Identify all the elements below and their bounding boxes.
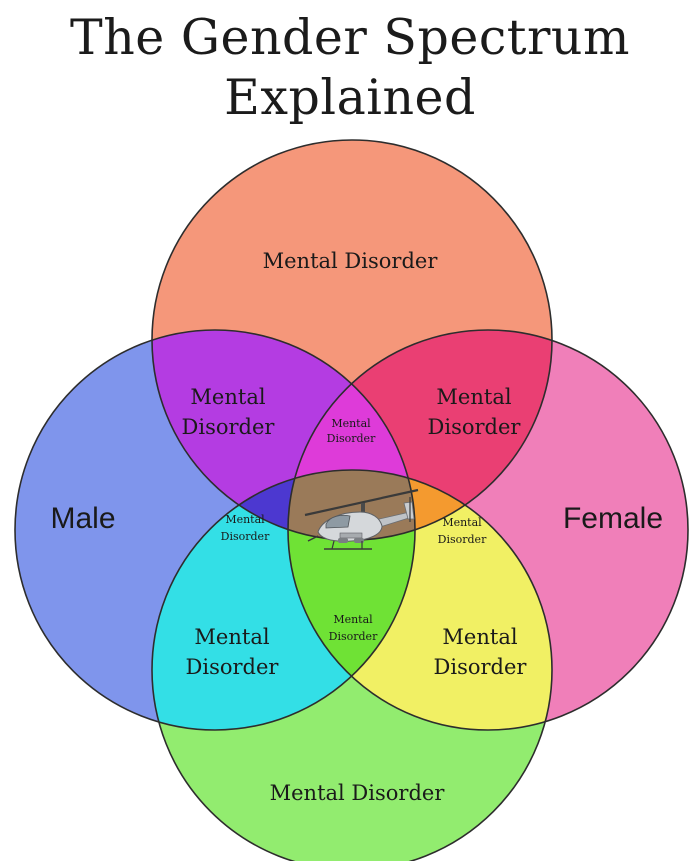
bottom-right-label-line2: Disorder <box>434 655 528 679</box>
diagram-title: The Gender Spectrum Explained <box>0 0 700 128</box>
top-region-label: Mental Disorder <box>263 249 439 273</box>
male-label: Male <box>50 502 115 535</box>
bottom-region-label: Mental Disorder <box>270 781 446 805</box>
bottom-left-label-line1: Mental <box>194 625 269 649</box>
top-center-label-line1: Mental <box>331 417 371 430</box>
right-center-label-line1: Mental <box>442 516 482 529</box>
bottom-center-label-line2: Disorder <box>329 630 378 643</box>
bottom-center-label-line1: Mental <box>333 613 373 626</box>
title-line-1: The Gender Spectrum <box>70 9 630 66</box>
top-center-label-line2: Disorder <box>327 432 376 445</box>
right-center-label-line2: Disorder <box>438 533 487 546</box>
top-right-label-line1: Mental <box>436 385 511 409</box>
left-center-label-line1: Mental <box>225 513 265 526</box>
top-right-label-line2: Disorder <box>428 415 522 439</box>
left-center-label-line2: Disorder <box>221 530 270 543</box>
attack-helicopter-icon <box>304 488 419 550</box>
title-line-2: Explained <box>224 69 476 126</box>
top-left-label-line1: Mental <box>190 385 265 409</box>
bottom-left-label-line2: Disorder <box>186 655 280 679</box>
female-label: Female <box>563 502 663 535</box>
circle-outlines <box>14 139 689 861</box>
bottom-right-label-line1: Mental <box>442 625 517 649</box>
top-left-label-line2: Disorder <box>182 415 276 439</box>
